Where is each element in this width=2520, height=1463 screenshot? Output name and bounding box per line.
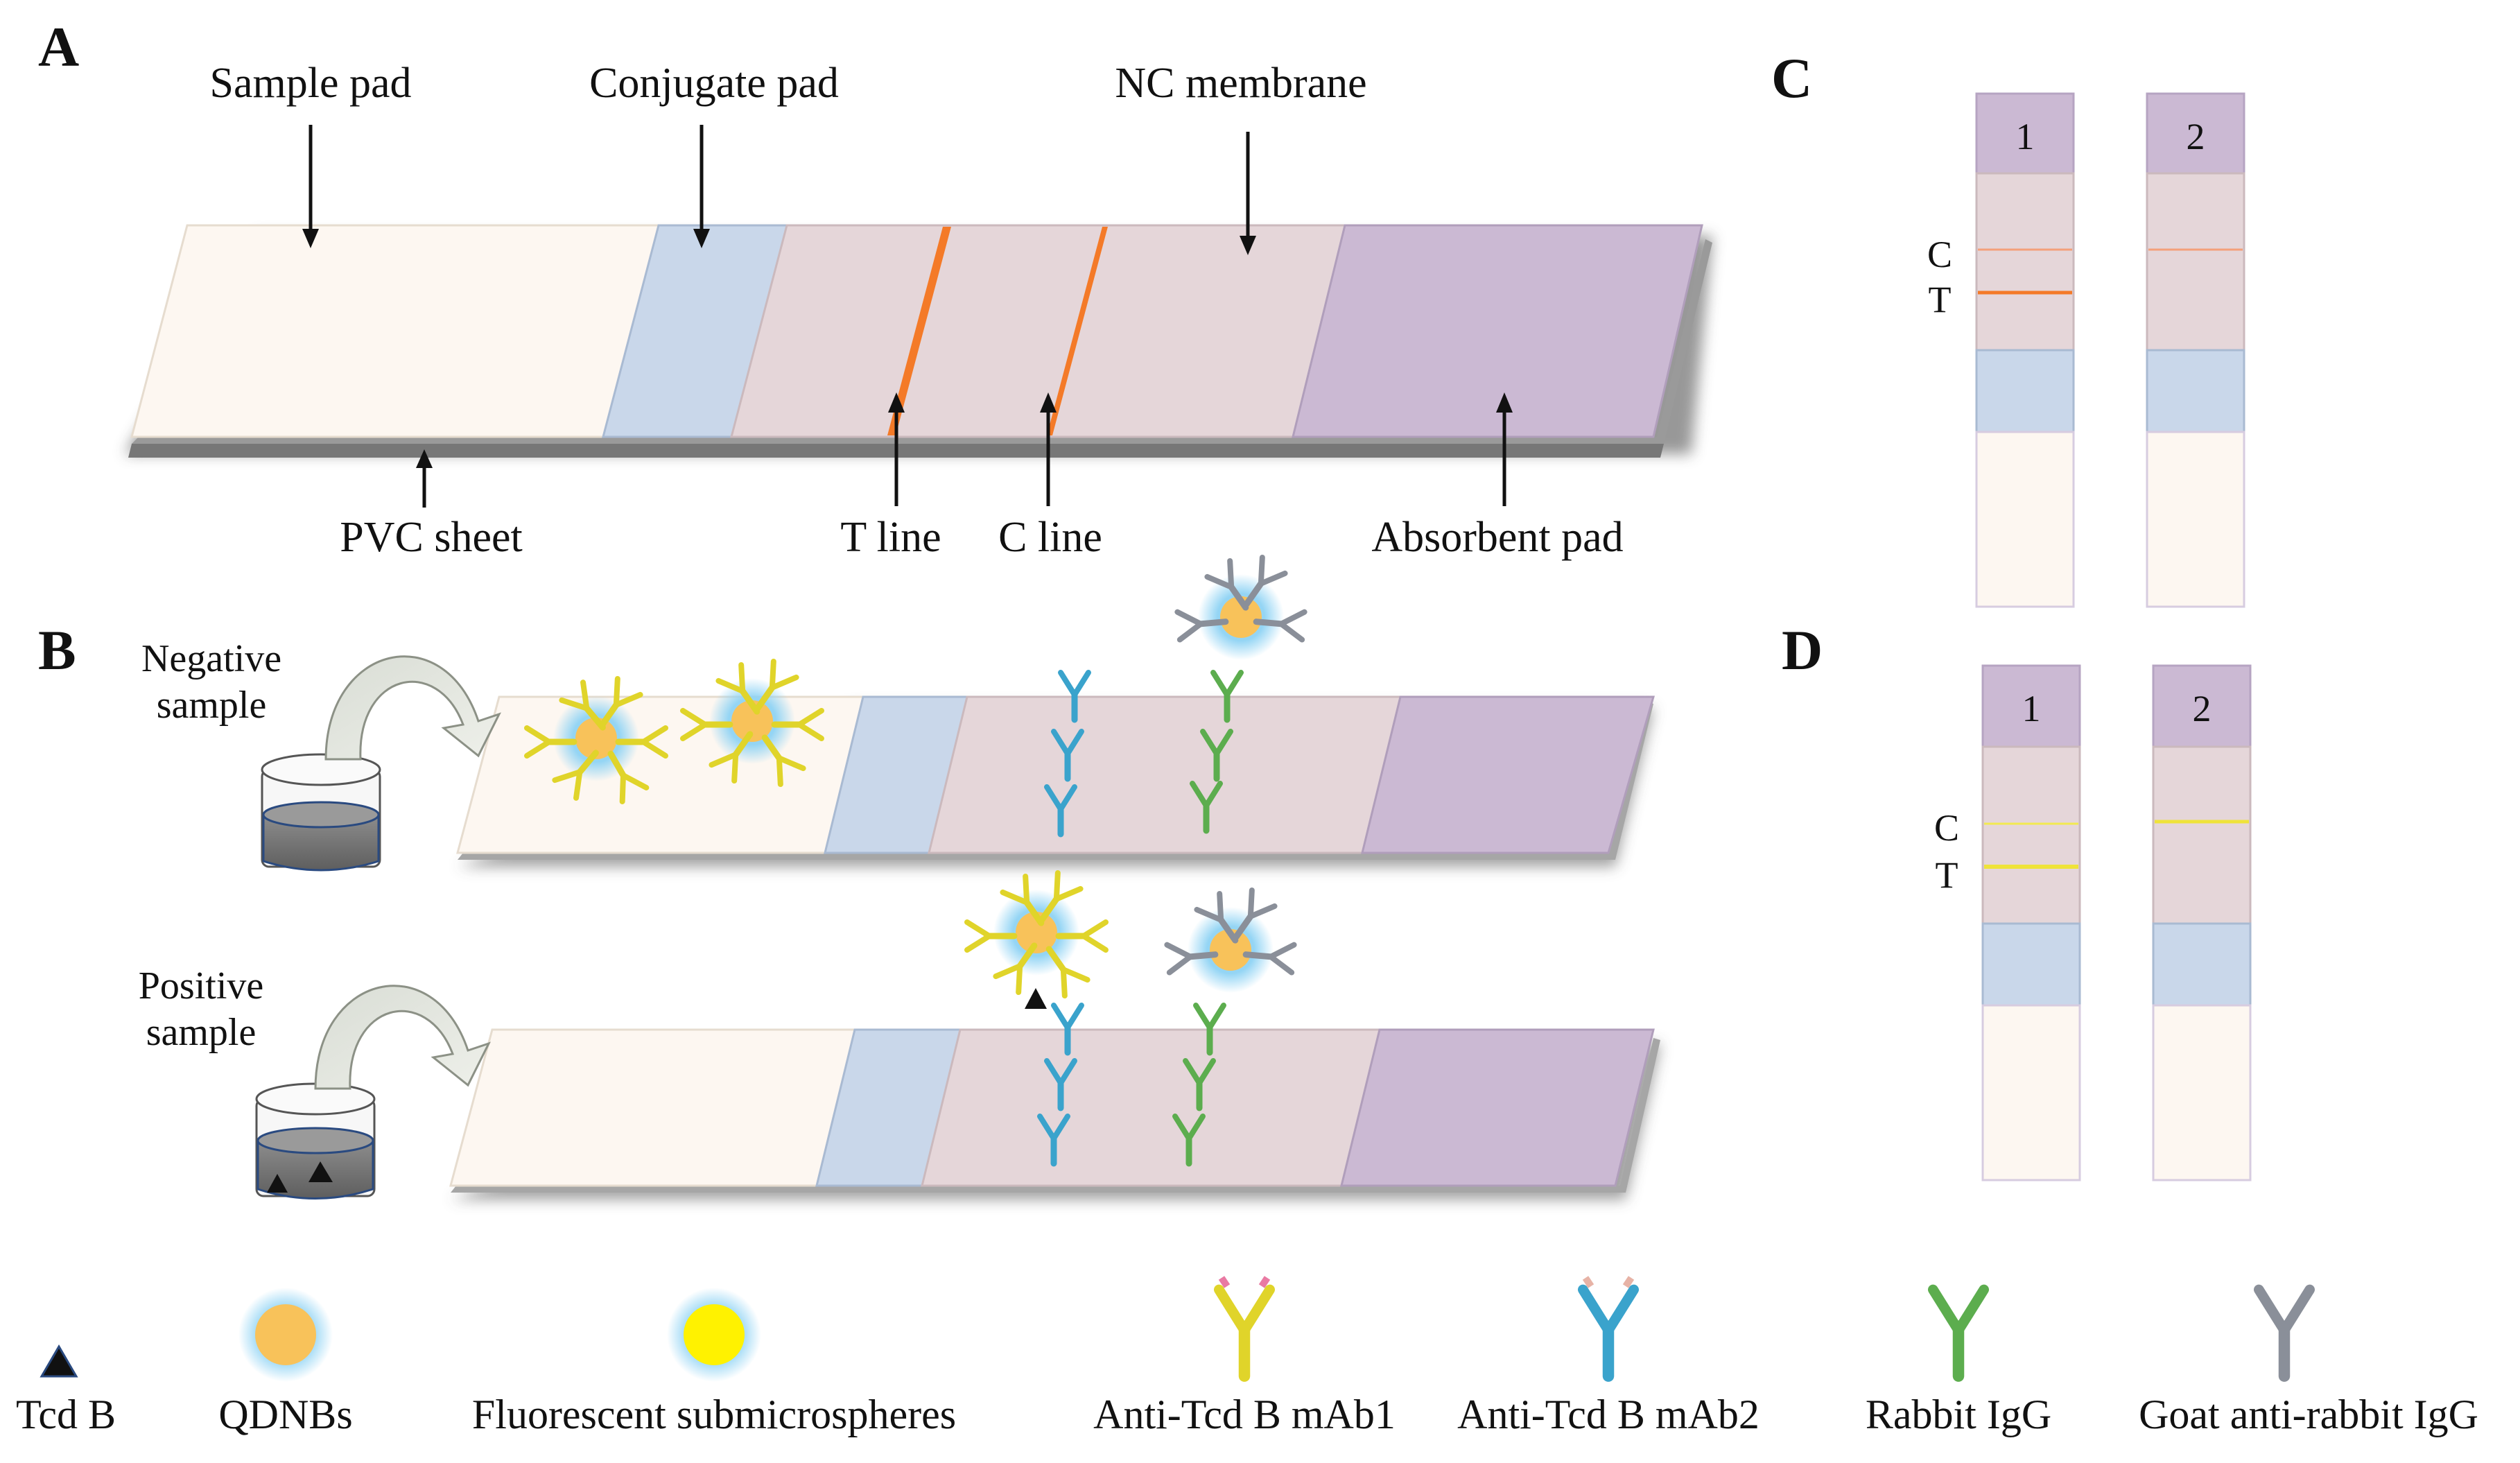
- legend-label: Anti-Tcd B mAb1: [1093, 1392, 1396, 1437]
- qdnb-mab1-conjugate: [683, 661, 822, 784]
- legend-mab2: Anti-Tcd B mAb2: [1457, 1276, 1759, 1437]
- t-line-label: T line: [840, 514, 941, 561]
- legend-mab1: Anti-Tcd B mAb1: [1093, 1276, 1396, 1437]
- panel-d-strip-2: 2: [2152, 664, 2252, 1181]
- absorbent-pad-label: Absorbent pad: [1371, 514, 1623, 561]
- qdnb-mab1-conjugate: [527, 679, 666, 802]
- tcd-b-bound: [1025, 988, 1047, 1009]
- legend-label: Goat anti-rabbit IgG: [2139, 1392, 2478, 1437]
- legend: Tcd B QDNBs Fluorescent submicrospheres …: [16, 1276, 2478, 1437]
- rabbit-igg-icon: [1933, 1290, 1983, 1376]
- negative-sample-label-1: Negative: [141, 637, 281, 680]
- panel-b: B Negative sample Positive sample: [38, 557, 1660, 1200]
- conjugate-pad-label: Conjugate pad: [589, 60, 839, 107]
- panel-d-strip-1: 1: [1981, 664, 2081, 1181]
- pvc-sheet-label: PVC sheet: [340, 514, 523, 561]
- nc-membrane-label: NC membrane: [1115, 60, 1366, 107]
- panel-a: A Sample pad Conjugate pad NC membrane P…: [38, 15, 1712, 561]
- negative-beaker: [261, 753, 381, 872]
- sample-pad: [449, 1028, 861, 1187]
- nc-membrane: [730, 224, 1353, 438]
- c-label: C: [1934, 807, 1959, 849]
- t-label: T: [1936, 854, 1958, 896]
- legend-label: Fluorescent submicrospheres: [472, 1392, 956, 1437]
- absorbent-pad: [1292, 224, 1703, 438]
- legend-rabbit-igg: Rabbit IgG: [1866, 1290, 2051, 1437]
- strip-number: 1: [2022, 688, 2041, 729]
- panel-d: D 1 2 C T: [1782, 618, 2252, 1181]
- panel-c-strip-1: 1: [1975, 92, 2075, 608]
- absorbent-pad: [1340, 1028, 1655, 1187]
- strip-number: 2: [2193, 688, 2211, 729]
- legend-label: Anti-Tcd B mAb2: [1457, 1392, 1759, 1437]
- t-line: [887, 227, 951, 435]
- qdnb-goat-conjugate: [1177, 557, 1304, 660]
- panel-d-label: D: [1782, 618, 1823, 682]
- nc-membrane: [928, 695, 1405, 854]
- qdnb-goat-conjugate-positive: [1167, 890, 1294, 993]
- c-label: C: [1927, 234, 1952, 275]
- positive-sample-label-1: Positive: [139, 964, 263, 1007]
- panel-b-label: B: [38, 618, 76, 682]
- t-label: T: [1929, 279, 1952, 320]
- mab2-icon: [1583, 1290, 1633, 1376]
- legend-tcd-b: Tcd B: [16, 1344, 116, 1437]
- panel-a-label: A: [38, 15, 79, 78]
- positive-sample-label-2: sample: [146, 1011, 257, 1054]
- positive-beaker: [255, 1082, 376, 1200]
- strip-number: 1: [2016, 116, 2035, 157]
- qdnb-mab1-conjugate-bound: [967, 873, 1106, 996]
- mab1-icon: [1219, 1290, 1269, 1376]
- panel-a-arrows: [302, 125, 1513, 508]
- panel-c-label: C: [1771, 46, 1812, 110]
- legend-label: QDNBs: [218, 1392, 352, 1437]
- legend-label: Rabbit IgG: [1866, 1392, 2051, 1437]
- negative-curved-arrow: [324, 655, 501, 761]
- legend-label: Tcd B: [16, 1392, 116, 1437]
- tcd-b-icon: [40, 1344, 78, 1378]
- c-line: [1047, 227, 1108, 435]
- panel-c-strip-2: 2: [2146, 92, 2245, 608]
- legend-fluorescent: Fluorescent submicrospheres: [472, 1288, 956, 1437]
- strip-number: 2: [2187, 116, 2205, 157]
- nc-membrane: [921, 1028, 1384, 1187]
- panel-c: C 1 2 C T: [1771, 46, 2245, 608]
- positive-strip: [449, 1028, 1660, 1200]
- negative-sample-label-2: sample: [157, 684, 267, 727]
- absorbent-pad: [1361, 695, 1655, 854]
- sample-pad: [130, 224, 667, 438]
- sample-pad-label: Sample pad: [210, 60, 412, 107]
- legend-goat-igg: Goat anti-rabbit IgG: [2139, 1290, 2478, 1437]
- legend-qdnbs: QDNBs: [218, 1288, 353, 1437]
- goat-igg-icon: [2259, 1290, 2309, 1376]
- c-line-label: C line: [998, 514, 1102, 561]
- positive-curved-arrow: [314, 985, 491, 1090]
